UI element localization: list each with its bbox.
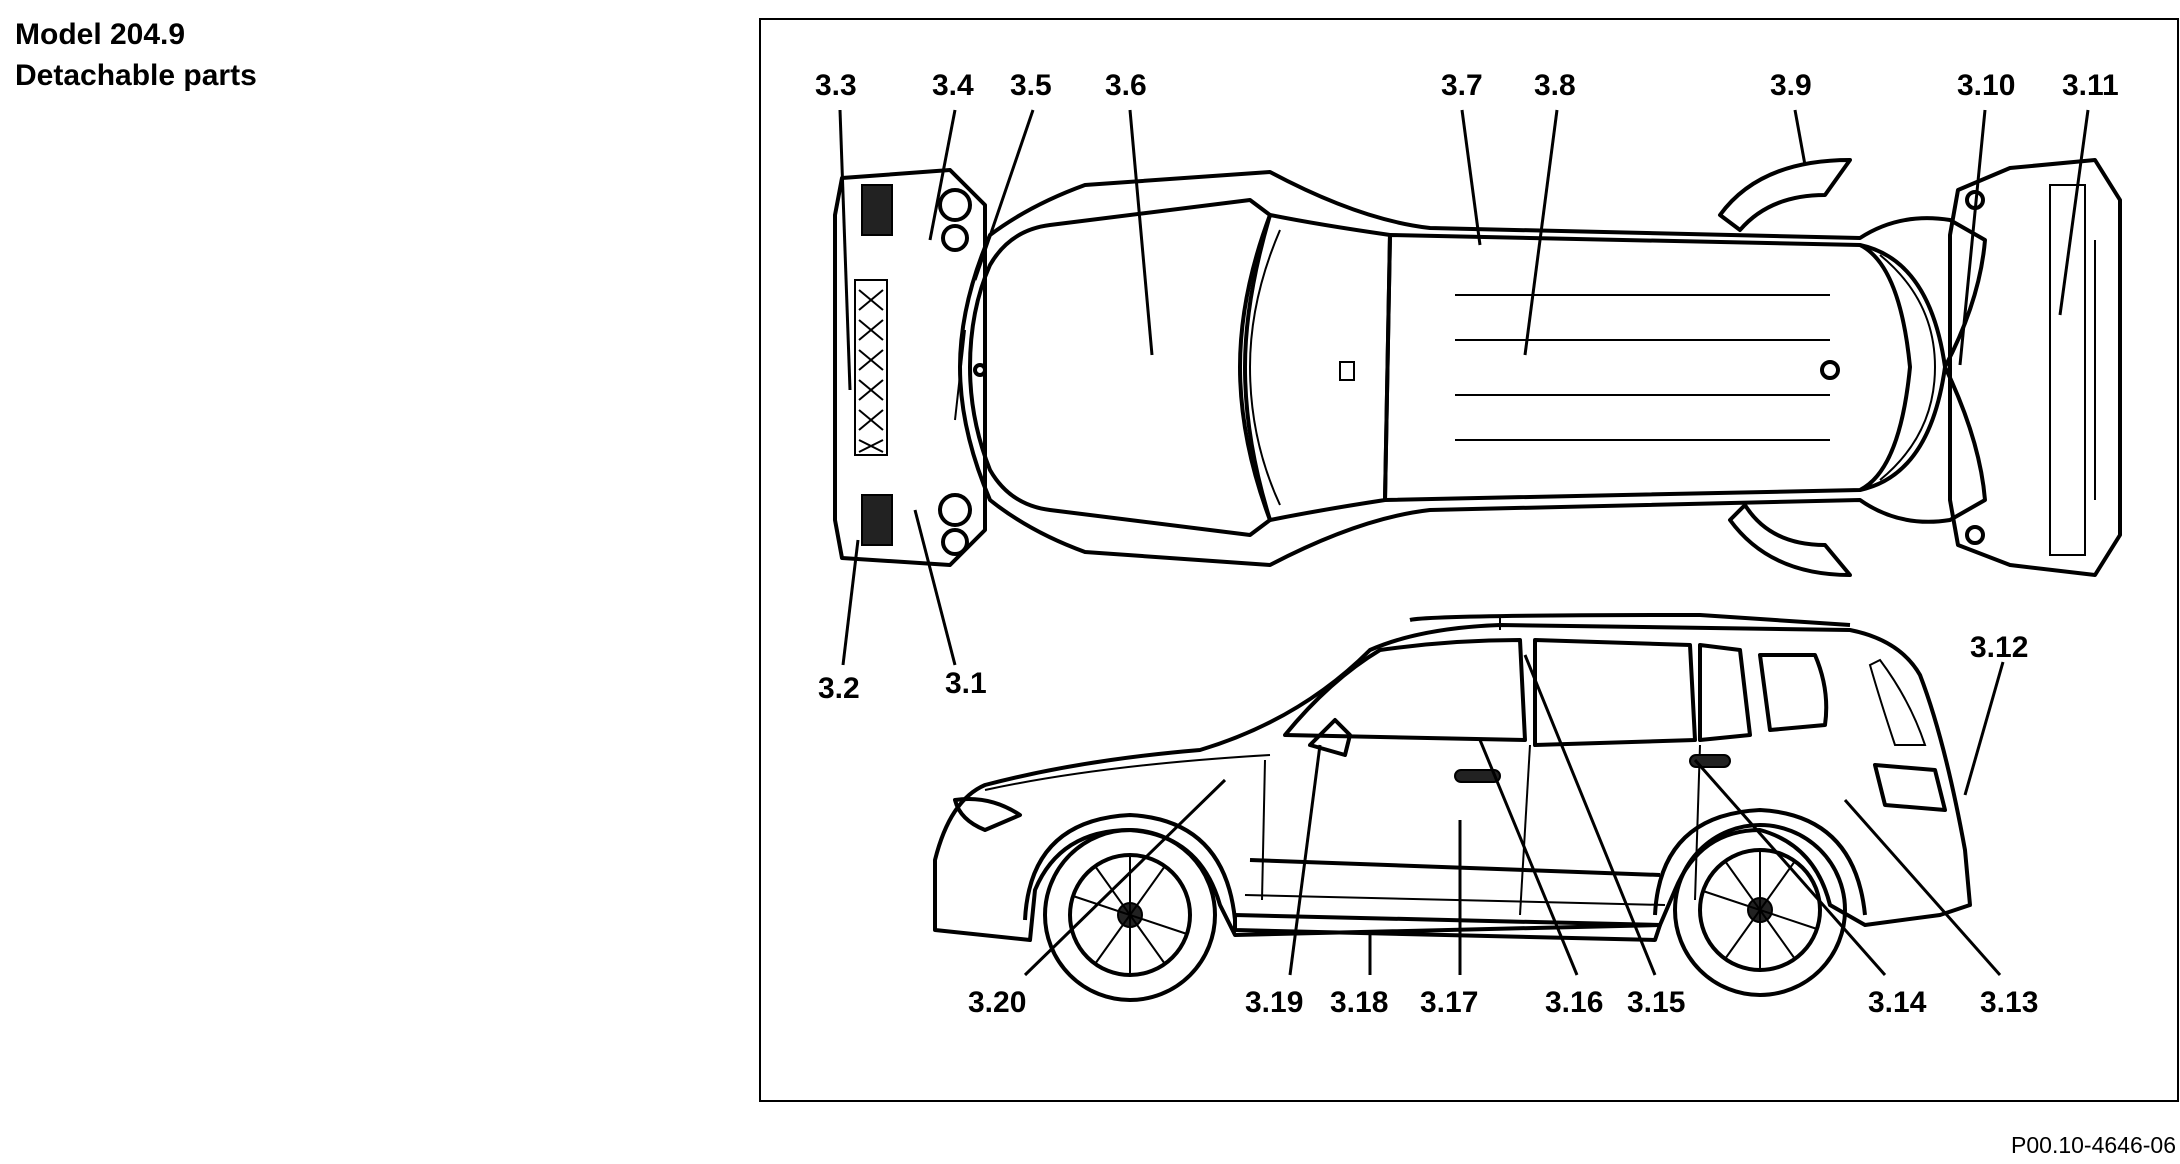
label-3-3: 3.3	[815, 69, 857, 102]
label-3-7: 3.7	[1441, 69, 1483, 102]
label-3-18: 3.18	[1330, 986, 1388, 1019]
label-3-20: 3.20	[968, 986, 1026, 1019]
label-3-13: 3.13	[1980, 986, 2038, 1019]
label-3-12: 3.12	[1970, 631, 2028, 664]
callout-lines	[838, 109, 2090, 977]
label-3-1: 3.1	[945, 667, 987, 700]
figure-reference: P00.10-4646-06	[2011, 1132, 2176, 1158]
diagram-frame	[759, 18, 2179, 1102]
model-heading: Model 204.9	[15, 18, 186, 51]
label-3-10: 3.10	[1957, 69, 2015, 102]
label-3-14: 3.14	[1868, 986, 1927, 1019]
detachable-parts-heading: Detachable parts	[15, 59, 257, 92]
page-title: Model 204.9 Detachable parts	[15, 14, 257, 96]
label-3-5: 3.5	[1010, 69, 1052, 102]
label-3-4: 3.4	[932, 69, 974, 102]
roof-rails	[1455, 294, 1830, 441]
side-view-vehicle	[933, 613, 1972, 1002]
callout-labels: 3.3 3.4 3.5 3.6 3.7 3.8 3.9 3.10 3.11 3.…	[815, 69, 2119, 1019]
label-3-11: 3.11	[2062, 69, 2119, 102]
label-3-17: 3.17	[1420, 986, 1478, 1019]
label-3-19: 3.19	[1245, 986, 1303, 1019]
front-grille	[858, 289, 884, 453]
label-3-2: 3.2	[818, 672, 860, 705]
top-view-vehicle	[833, 158, 2122, 577]
label-3-9: 3.9	[1770, 69, 1812, 102]
label-3-6: 3.6	[1105, 69, 1147, 102]
label-3-16: 3.16	[1545, 986, 1603, 1019]
label-3-8: 3.8	[1534, 69, 1576, 102]
label-3-15: 3.15	[1627, 986, 1685, 1019]
